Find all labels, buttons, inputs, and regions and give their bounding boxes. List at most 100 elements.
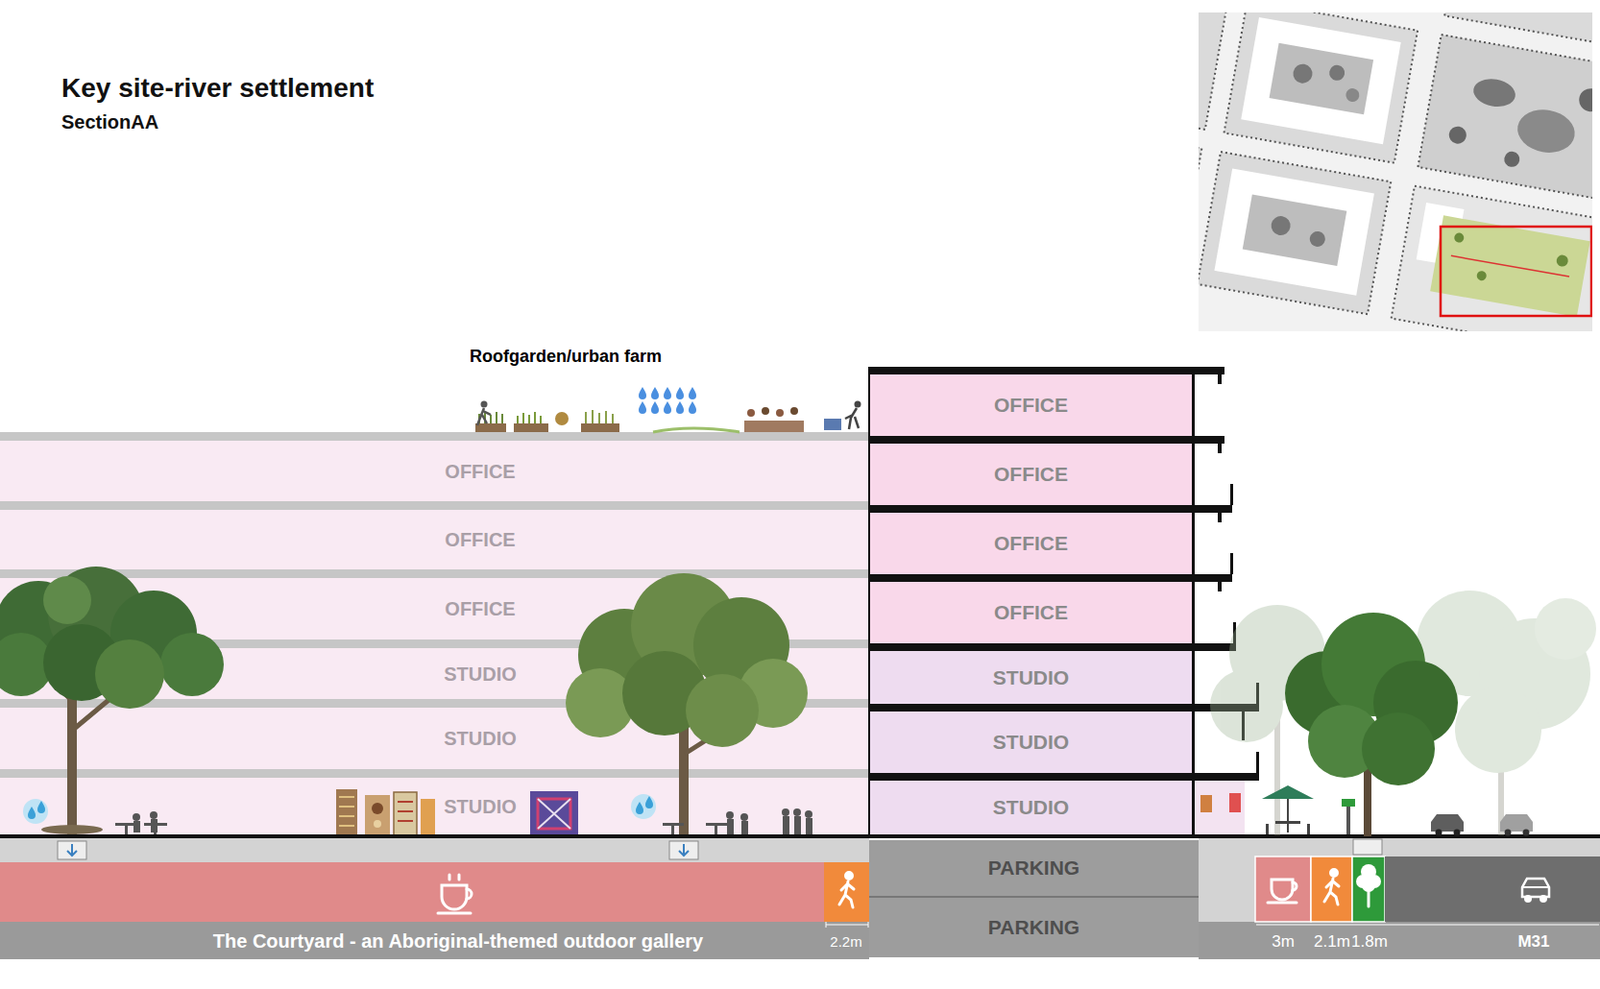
- car: [1430, 814, 1533, 837]
- floor-label: PARKING: [988, 916, 1080, 939]
- courtyard-furniture: [150, 819, 158, 833]
- program-icons: [1367, 889, 1371, 907]
- ground-strip: [1352, 856, 1385, 922]
- dimension-label: 2.2m: [829, 933, 862, 950]
- courtyard-furniture: [793, 808, 801, 817]
- roof-garden: [585, 410, 613, 424]
- rain-icon: [676, 401, 684, 414]
- ground-strip: [1198, 921, 1600, 960]
- floor-band: OFFICE: [0, 509, 870, 570]
- ground-strip: [1256, 924, 1600, 926]
- gallery-building: [0, 569, 870, 579]
- water-icon: [37, 800, 46, 814]
- rain-icon: [638, 387, 647, 400]
- ground-strip: [1198, 838, 1600, 857]
- courtyard-furniture: [781, 808, 790, 817]
- rain-icon: [663, 401, 672, 414]
- site-minimap: [1198, 151, 1391, 315]
- tree: [565, 573, 808, 837]
- program-icons: [1292, 882, 1297, 891]
- office-tower: [869, 703, 1260, 712]
- tree: [43, 576, 92, 625]
- program-icons: [1331, 870, 1338, 877]
- site-minimap: [1269, 43, 1375, 115]
- ground-strip: [1255, 856, 1311, 922]
- office-tower: [1230, 484, 1234, 506]
- rain-icon: [676, 387, 684, 400]
- ground-strip: [1310, 856, 1353, 922]
- site-minimap: [1269, 215, 1292, 238]
- roof-garden: [477, 408, 491, 426]
- courtyard-furniture: [705, 823, 728, 826]
- ground-strip: [824, 862, 870, 922]
- car: [1454, 829, 1461, 837]
- office-tower: [1256, 751, 1260, 774]
- office-tower: [1200, 795, 1213, 813]
- roof-garden: [744, 420, 804, 433]
- office-tower: [869, 574, 1233, 582]
- ground-strip: [825, 921, 869, 928]
- floor-label: STUDIO: [443, 796, 517, 818]
- roof-garden: [513, 423, 549, 433]
- gallery-building: [0, 432, 870, 837]
- office-floor: OFFICE: [870, 581, 1192, 644]
- gallery-building: [0, 769, 870, 778]
- rain-icon: [688, 401, 697, 414]
- floor-band: STUDIO: [0, 648, 870, 700]
- site-minimap: [1328, 64, 1347, 83]
- ground-strip: [678, 844, 689, 856]
- cafe-umbrella: [1261, 785, 1356, 835]
- ground-strip: [0, 921, 870, 960]
- roof-garden: [475, 401, 862, 434]
- floor-label: STUDIO: [443, 663, 517, 685]
- program-icons: [839, 881, 854, 908]
- aboriginal-art-panels: [537, 799, 571, 829]
- water-icon: [635, 801, 644, 815]
- site-minimap: [1440, 226, 1592, 316]
- rain-icon: [638, 387, 697, 414]
- diagram-title: Key site-river settlement: [61, 72, 374, 104]
- floor-label: STUDIO: [993, 730, 1069, 753]
- site-minimap: [1453, 232, 1465, 244]
- courtyard-furniture: [662, 823, 684, 826]
- cafe-umbrella: [1341, 799, 1356, 807]
- site-minimap: [1213, 168, 1374, 295]
- site-minimap: [1224, 12, 1419, 164]
- floor-label: PARKING: [988, 856, 1080, 879]
- office-floor: OFFICE: [870, 512, 1192, 575]
- program-icons: [1522, 886, 1550, 889]
- aboriginal-art-panels: [371, 802, 384, 815]
- site-minimap: [1309, 230, 1328, 249]
- program-icons: [1541, 896, 1547, 902]
- site-minimap: [1503, 150, 1522, 170]
- background-trees: [1454, 686, 1542, 774]
- aboriginal-art-panels: [336, 789, 579, 837]
- floor-label: STUDIO: [993, 796, 1069, 819]
- site-minimap: [1344, 87, 1360, 103]
- floor-label: OFFICE: [444, 529, 515, 551]
- roof-garden: [653, 428, 740, 433]
- rain-icon: [651, 401, 659, 414]
- program-icons: [449, 874, 460, 880]
- cafe-umbrella: [1346, 804, 1351, 835]
- courtyard-furniture: [782, 816, 790, 837]
- site-minimap: [1576, 86, 1593, 114]
- office-tower: [1193, 780, 1245, 837]
- floor-label: OFFICE: [444, 598, 515, 620]
- program-icons: [437, 912, 471, 916]
- site-minimap: [1447, 124, 1468, 146]
- car: [1435, 829, 1443, 837]
- floor-label: STUDIO: [443, 727, 517, 750]
- rain-icon: [688, 387, 697, 400]
- rain-icon: [651, 387, 659, 400]
- program-icons: [1522, 878, 1550, 897]
- aboriginal-art-panels: [537, 799, 571, 829]
- office-floor: OFFICE: [870, 443, 1192, 506]
- roof-garden: [481, 401, 488, 409]
- office-tower: [1217, 443, 1222, 454]
- floor-label: OFFICE: [993, 393, 1068, 416]
- ground-strip: [67, 844, 77, 856]
- courtyard-furniture: [741, 821, 749, 835]
- tree: [685, 674, 759, 748]
